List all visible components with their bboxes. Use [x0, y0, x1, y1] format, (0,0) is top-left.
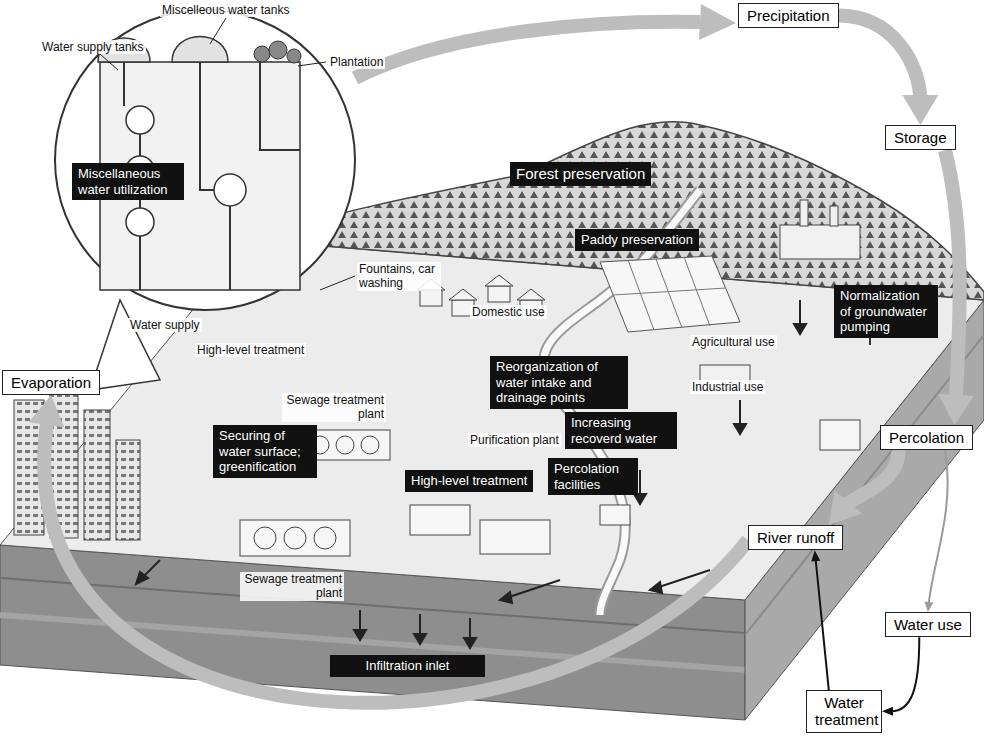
plain-label: Purification plant [468, 433, 561, 447]
arrow-head [902, 95, 938, 125]
cycle-box: River runoff [748, 525, 843, 550]
measure-box: Increasing recoverd water [565, 412, 677, 449]
box-text: Forest preservation [516, 165, 645, 183]
measure-box: Infiltration inlet [330, 655, 485, 677]
measure-box: Securing of water surface; greenificatio… [213, 425, 317, 478]
cycle-arrow [44, 419, 748, 703]
box-text: Storage [894, 129, 947, 146]
arrow-head [811, 550, 820, 561]
box-text: Water treatment [815, 694, 873, 729]
plain-label: Domestic use [470, 305, 547, 319]
cycle-box: Water treatment [806, 690, 882, 733]
cycle-arrow [844, 450, 898, 506]
box-text: High-level treatment [411, 473, 527, 489]
box-text: Precipitation [747, 7, 830, 24]
plain-label: Water supply [128, 318, 202, 332]
measure-box: Reorganization of water intake and drain… [490, 356, 628, 409]
flow-arrow [929, 450, 948, 604]
plain-label: Plantation [328, 55, 385, 69]
measure-box: Normalization of groundwater pumping [834, 285, 938, 338]
box-text: Infiltration inlet [336, 658, 479, 674]
cycle-box: Evaporation [2, 370, 100, 395]
cycle-box: Precipitation [738, 3, 839, 28]
cycle-arrow [839, 16, 921, 101]
box-text: Miscellaneous water utilization [78, 166, 178, 197]
arrow-head [924, 602, 933, 612]
arrow-head [938, 394, 974, 425]
measure-box: Percolation facilities [548, 458, 638, 495]
arrow-head [29, 395, 65, 427]
arrow-head [829, 490, 862, 525]
plain-label: Miscelleous water tanks [160, 3, 291, 17]
box-text: Increasing recoverd water [571, 415, 671, 446]
box-text: River runoff [757, 529, 834, 546]
measure-box: Paddy preservation [575, 229, 699, 251]
cycle-box: Water use [885, 612, 971, 637]
box-text: Percolation [889, 429, 964, 446]
measure-box: High-level treatment [405, 470, 533, 492]
plain-label: Industrial use [690, 380, 765, 394]
cycle-box: Percolation [880, 425, 973, 450]
plain-label: Agricultural use [690, 335, 777, 349]
plain-label: Fountains, car washing [357, 262, 441, 291]
flow-arrow [816, 559, 829, 690]
plain-label: High-level treatment [195, 343, 306, 357]
box-text: Water use [894, 616, 962, 633]
flow-arrow [891, 637, 920, 711]
measure-box: Forest preservation [510, 162, 651, 186]
plain-label: Sewage treatment plant [282, 393, 386, 422]
cycle-arrow [945, 150, 960, 401]
arrow-head [882, 707, 893, 716]
cycle-box: Storage [885, 125, 956, 150]
plain-label: Water supply tanks [40, 40, 146, 54]
box-text: Normalization of groundwater pumping [840, 288, 932, 335]
box-text: Percolation facilities [554, 461, 632, 492]
plain-label: Sewage treatment plant [240, 572, 344, 601]
box-text: Securing of water surface; greenificatio… [219, 428, 311, 475]
measure-box: Miscellaneous water utilization [72, 163, 184, 200]
box-text: Evaporation [11, 374, 91, 391]
box-text: Reorganization of water intake and drain… [496, 359, 622, 406]
box-text: Paddy preservation [581, 232, 693, 248]
